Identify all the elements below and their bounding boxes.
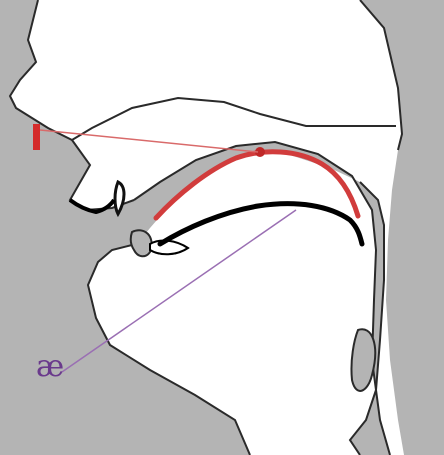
nose-outline xyxy=(10,0,396,140)
lower-incisor xyxy=(131,230,152,256)
tongue-low-position xyxy=(160,204,362,244)
lower-lip-tip xyxy=(150,241,188,255)
epiglottis xyxy=(351,329,375,391)
bottom-vowel-label: æ xyxy=(36,352,64,382)
